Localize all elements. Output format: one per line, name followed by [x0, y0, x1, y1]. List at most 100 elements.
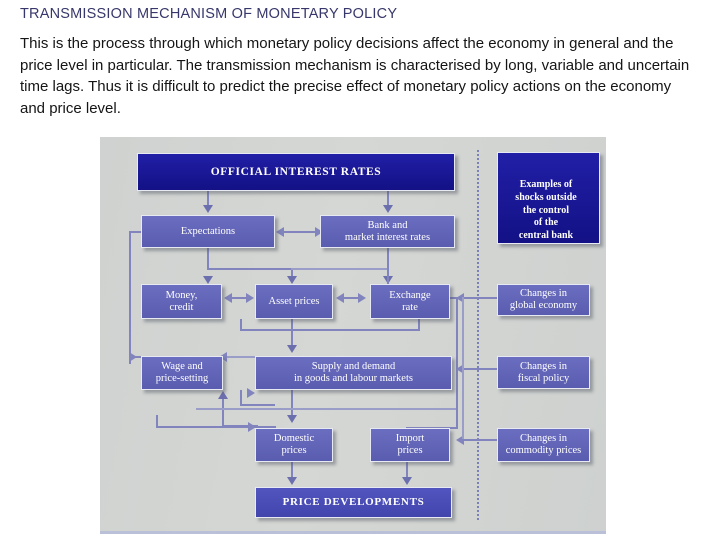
node-wage-price-setting-line1: Wage and [161, 361, 203, 373]
node-official-interest-rates-label: OFFICIAL INTEREST RATES [210, 165, 382, 178]
node-fiscal-policy-line2: fiscal policy [517, 372, 570, 384]
connector-expectations-down [207, 248, 209, 270]
connector-supply-drop [291, 319, 293, 348]
connector-fiscal-policy-in [462, 368, 498, 370]
node-bank-market-rates-line1: Bank and [367, 219, 408, 231]
node-shocks-line3: the control [522, 204, 570, 216]
arrow-left-money-credit [224, 293, 232, 303]
connector-supply-to-wage [225, 356, 255, 358]
connector-global-economy-in [462, 297, 498, 299]
connector-expectations-bank-rates [283, 231, 317, 233]
node-exchange-rate-line2: rate [402, 301, 418, 313]
connector-feedback-long [156, 415, 158, 427]
node-changes-fiscal-policy[interactable]: Changes in fiscal policy [497, 356, 590, 389]
arrow-right-exchange-rate [358, 293, 366, 303]
arrow-right-domestic-prices-b [248, 422, 256, 432]
node-bank-market-interest-rates[interactable]: Bank and market interest rates [320, 215, 455, 248]
node-price-developments[interactable]: PRICE DEVELOPMENTS [255, 487, 452, 518]
arrow-left-expectations [276, 227, 284, 237]
node-shocks-outside-control[interactable]: Examples of shocks outside the control o… [497, 152, 600, 244]
node-shocks-line1: Examples of [519, 179, 573, 191]
connector-money-to-supply [240, 329, 420, 331]
node-shocks-line2: shocks outside [515, 191, 577, 203]
node-official-interest-rates[interactable]: OFFICIAL INTEREST RATES [137, 153, 455, 191]
arrow-down-price-developments-a [287, 477, 297, 485]
node-changes-global-economy[interactable]: Changes in global economy [497, 284, 590, 316]
node-money-credit-line2: credit [169, 301, 194, 313]
node-shocks-line5: central bank [518, 230, 574, 242]
connector-shock-bus [462, 297, 464, 439]
arrow-down-money-credit [203, 276, 213, 284]
node-import-prices[interactable]: Import prices [370, 428, 450, 462]
arrow-left-fiscal-policy [456, 364, 464, 374]
node-global-economy-line1: Changes in [520, 288, 567, 300]
page-body-text: This is the process through which moneta… [20, 35, 690, 117]
arrow-right-bank-rates [315, 227, 323, 237]
node-global-economy-line2: global economy [509, 300, 578, 311]
node-supply-demand-line1: Supply and demand [311, 361, 396, 373]
arrow-down-bank-rates [383, 205, 393, 213]
arrow-left-asset-prices [336, 293, 344, 303]
connector-commodity-prices-in [462, 439, 498, 441]
connector-left-loop-vertical [129, 231, 131, 364]
connector-wage-to-domestic [240, 404, 275, 406]
connector-wage-down [240, 390, 242, 406]
transmission-mechanism-diagram: OFFICIAL INTEREST RATES Expectations Ban… [100, 137, 606, 534]
node-bank-market-rates-line2: market interest rates [344, 231, 431, 243]
connector-asset-drop [291, 268, 293, 280]
page-title: TRANSMISSION MECHANISM OF MONETARY POLIC… [20, 6, 398, 22]
node-commodity-prices-line1: Changes in [520, 433, 567, 445]
arrow-left-global-economy [456, 293, 464, 303]
connector-exchange-bank-feed [387, 268, 389, 298]
connector-supply-down [291, 390, 293, 418]
arrow-up-wage-price [218, 391, 228, 399]
connector-bank-rates-down [387, 248, 389, 280]
node-wage-price-setting[interactable]: Wage and price-setting [141, 356, 223, 390]
connector-import-to-price-dev [406, 462, 408, 480]
arrow-down-expectations [203, 205, 213, 213]
connector-feedback-up-1 [222, 399, 224, 427]
node-price-developments-label: PRICE DEVELOPMENTS [282, 496, 425, 509]
node-domestic-prices-line1: Domestic [273, 433, 315, 445]
connector-prices-feedback-top [196, 408, 458, 410]
connector-bank-rates-branch [291, 268, 387, 270]
node-wage-price-setting-line2: price-setting [155, 373, 209, 384]
arrow-down-price-developments-b [402, 477, 412, 485]
node-exchange-rate[interactable]: Exchange rate [370, 284, 450, 319]
arrow-down-supply-demand [287, 345, 297, 353]
node-domestic-prices-line2: prices [281, 445, 307, 456]
node-import-prices-line1: Import [395, 433, 425, 445]
node-money-credit[interactable]: Money, credit [141, 284, 222, 319]
node-expectations[interactable]: Expectations [141, 215, 275, 248]
connector-asset-exchange [342, 297, 360, 299]
connector-exchange-down [418, 319, 420, 329]
connector-domestic-to-price-dev [291, 462, 293, 480]
node-domestic-prices[interactable]: Domestic prices [255, 428, 333, 462]
arrow-left-commodity-prices [456, 435, 464, 445]
node-commodity-prices-line2: commodity prices [505, 445, 582, 456]
divider-dotted-vertical [477, 150, 479, 520]
connector-expectations-to-asset [207, 268, 293, 270]
node-exchange-rate-line1: Exchange [389, 289, 431, 301]
arrow-left-wage-price [219, 352, 227, 362]
arrow-down-asset-prices [287, 276, 297, 284]
connector-money-asset [230, 297, 248, 299]
node-asset-prices-label: Asset prices [268, 295, 320, 307]
connector-feedback-long-h [156, 426, 276, 428]
node-changes-commodity-prices[interactable]: Changes in commodity prices [497, 428, 590, 462]
connector-left-loop-top [129, 231, 141, 233]
node-money-credit-line1: Money, [165, 289, 198, 301]
arrow-down-domestic-prices [287, 415, 297, 423]
node-asset-prices[interactable]: Asset prices [255, 284, 333, 319]
node-fiscal-policy-line1: Changes in [520, 360, 567, 372]
connector-left-loop-bottom [129, 356, 141, 358]
node-supply-and-demand[interactable]: Supply and demand in goods and labour ma… [255, 356, 452, 390]
node-shocks-line4: of the [533, 217, 559, 229]
arrow-right-domestic-prices-a [247, 388, 255, 398]
node-expectations-label: Expectations [180, 225, 236, 237]
connector-oir-expectations [207, 191, 209, 207]
arrow-right-asset-prices [246, 293, 254, 303]
connector-oir-bank-rates [387, 191, 389, 207]
node-import-prices-line2: prices [397, 445, 423, 456]
connector-money-down [240, 319, 242, 331]
